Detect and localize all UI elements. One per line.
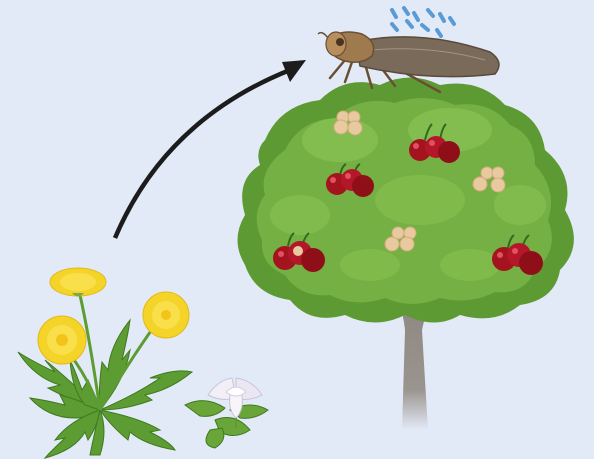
white-flower-leaves <box>185 401 268 448</box>
tree-foliage <box>238 78 574 323</box>
dandelion-flower-1 <box>50 268 106 297</box>
white-flower-plant-icon <box>185 378 268 448</box>
bacteria-particles-icon <box>392 8 454 36</box>
dandelion-flower-3 <box>143 292 189 338</box>
dandelion-plant-icon <box>18 268 192 458</box>
dandelion-flower-2 <box>38 316 86 364</box>
